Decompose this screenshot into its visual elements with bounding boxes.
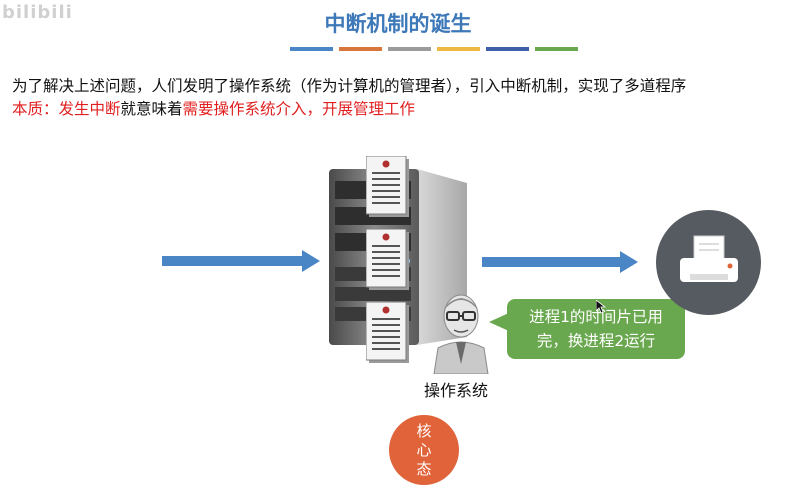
title-underline-bars (290, 47, 578, 51)
output-arrow-icon (482, 251, 638, 273)
document-icon-2 (366, 229, 409, 290)
bubble-line-2: 完，换进程2运行 (536, 332, 656, 350)
kernel-mode-char-1: 核 (416, 421, 432, 440)
bubble-tail (489, 312, 511, 332)
bilibili-watermark: bilibili (2, 2, 73, 23)
title-bar-2 (339, 47, 382, 51)
essence-text: 本质：发生中断就意味着需要操作系统介入，开展管理工作 (12, 97, 415, 119)
title-bar-6 (535, 47, 578, 51)
document-icon-1 (366, 156, 409, 217)
title-bar-3 (388, 47, 431, 51)
title-bar-4 (437, 47, 480, 51)
essence-part-1: 本质：发生中断 (12, 100, 121, 118)
document-icon-3 (366, 302, 409, 363)
title-bar-1 (290, 47, 333, 51)
printer-badge (656, 210, 761, 315)
intro-text: 为了解决上述问题，人们发明了操作系统（作为计算机的管理者），引入中断机制，实现了… (12, 77, 687, 95)
os-person-icon (433, 294, 489, 374)
title-bar-5 (486, 47, 529, 51)
input-arrow-icon (162, 250, 320, 272)
printer-icon (680, 235, 738, 282)
essence-part-2: 就意味着 (120, 100, 183, 118)
os-label: 操作系统 (424, 381, 489, 400)
kernel-mode-badge: 核 心 态 (389, 415, 459, 485)
slide-title: 中断机制的诞生 (324, 12, 472, 36)
mouse-cursor-icon (596, 300, 606, 314)
bubble-line-1: 进程1的时间片已用 (529, 308, 663, 326)
kernel-mode-char-3: 态 (416, 459, 432, 478)
kernel-mode-char-2: 心 (416, 440, 432, 459)
essence-part-3: 需要操作系统介入，开展管理工作 (182, 100, 416, 118)
